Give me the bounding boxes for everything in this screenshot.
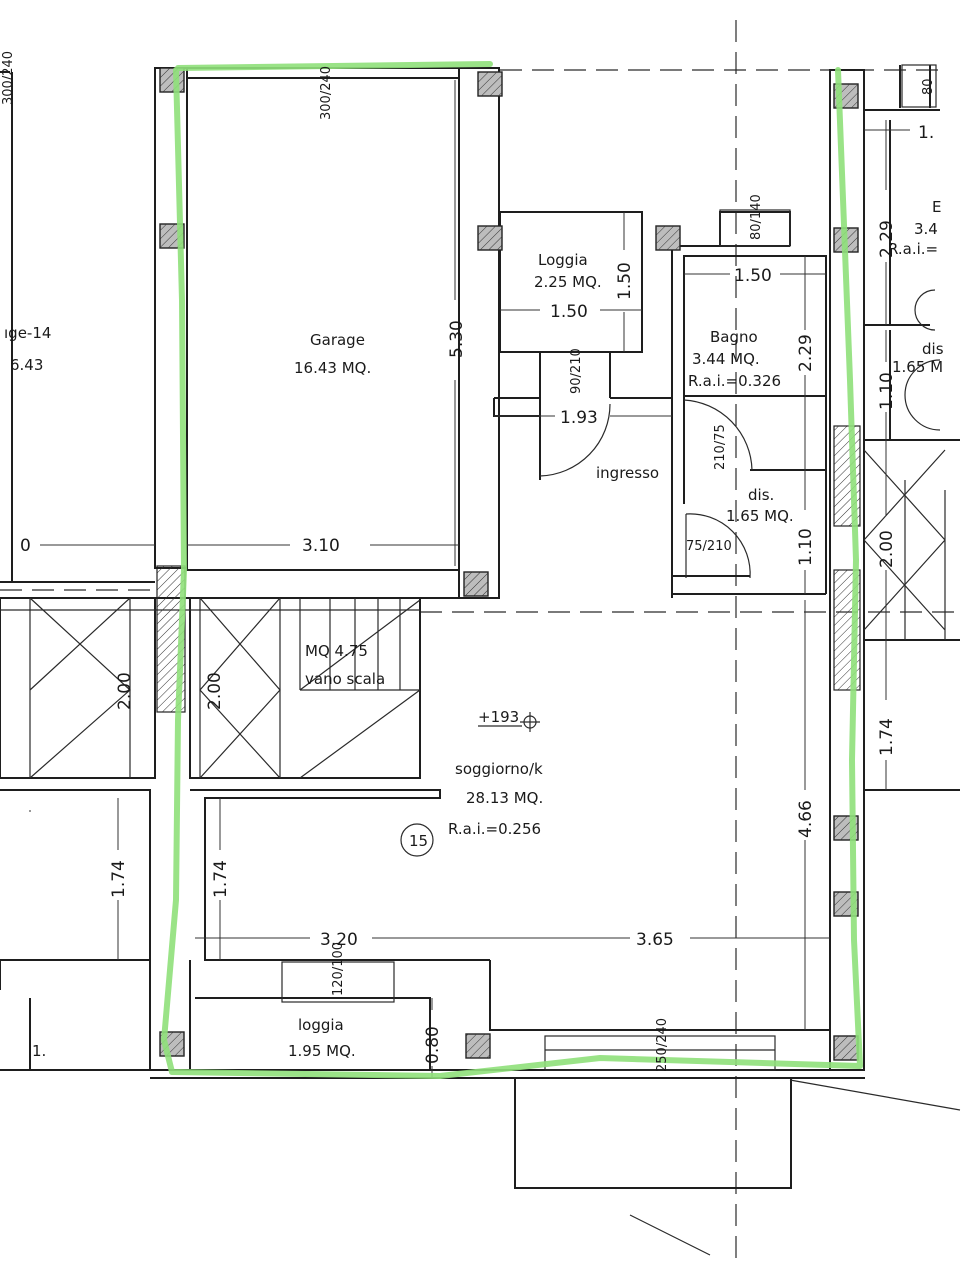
dim-right-1-10: 1.10: [877, 372, 897, 410]
right-room-area: 3.4: [914, 220, 938, 238]
french-door-label: 250/240: [655, 1018, 670, 1072]
dim-garage-height: 5.30: [447, 320, 467, 358]
entry-door-label: 90/210: [569, 348, 584, 394]
right-window-label: 80: [921, 78, 936, 95]
living-area: 28.13 MQ.: [466, 789, 543, 807]
boundary-highlight: [161, 61, 863, 1079]
garage-door-label: 300/240: [319, 66, 334, 120]
loggia-top-area: 2.25 MQ.: [534, 273, 602, 291]
dim-loggia-width: 1.50: [550, 302, 588, 322]
bagno-door-label: 210/75: [713, 424, 728, 470]
reference-lines: [0, 20, 960, 1260]
dim-bagno-height: 2.29: [796, 334, 816, 372]
dim-left-vertical: 1.74: [109, 860, 129, 898]
stair-name: vano scala: [305, 670, 385, 688]
stair-area: MQ 4.75: [305, 642, 368, 660]
dis-door-label: 75/210: [686, 539, 732, 554]
bagno-area: 3.44 MQ.: [692, 350, 760, 368]
dim-loggia-height: 1.50: [615, 262, 635, 300]
right-dis-name: dis: [922, 340, 944, 358]
room-number-circle: [400, 823, 434, 857]
dimension-labels: 5.30 3.10 0 1.50 1.50 1.50 2.29 1.93 1.1…: [20, 123, 934, 1064]
room-labels: ıge-14 6.43 Garage 16.43 MQ. Loggia 2.25…: [4, 198, 944, 1060]
dim-right-2-00: 2.00: [877, 530, 897, 568]
dim-living-width-right: 3.65: [636, 930, 674, 950]
door-swings: [539, 399, 753, 579]
dim-stair-right: 2.00: [205, 672, 225, 710]
right-room-rai: R.a.i.=: [888, 240, 938, 258]
garage-name: Garage: [310, 331, 365, 349]
dim-living-height: 4.66: [796, 800, 816, 838]
right-room-name: E: [932, 198, 941, 216]
right-dis-area: 1.65 M: [892, 358, 943, 376]
garage-area: 16.43 MQ.: [294, 359, 371, 377]
loggia-bottom-area: 1.95 MQ.: [288, 1042, 356, 1060]
dis-area: 1.65 MQ.: [726, 507, 794, 525]
dim-mid-vertical: 1.74: [211, 860, 231, 898]
living-level: +193: [478, 708, 519, 726]
dim-right-top: 1.: [918, 123, 934, 143]
loggia-bottom-name: loggia: [298, 1016, 344, 1034]
dim-ingresso-width: 1.93: [560, 408, 598, 428]
opening-labels: 300/240 300/240 80/140 80 90/210 210/75 …: [1, 51, 936, 1072]
left-garage-name: ıge-14: [4, 324, 51, 342]
dim-right-1-74: 1.74: [877, 718, 897, 756]
dim-loggia-depth: 0.80: [423, 1026, 443, 1064]
bagno-rai: R.a.i.=0.326: [688, 372, 781, 390]
dim-dis-height: 1.10: [796, 528, 816, 566]
living-name: soggiorno/k: [455, 760, 543, 778]
left-bottom-label: 1.: [32, 1042, 46, 1060]
dim-living-width-left: 3.20: [320, 930, 358, 950]
dim-stair-left: 2.00: [115, 672, 135, 710]
dim-bagno-width: 1.50: [734, 266, 772, 286]
dim-right-2-29: 2.29: [877, 220, 897, 258]
top-window-label: 80/140: [749, 194, 764, 240]
living-rai: R.a.i.=0.256: [448, 820, 541, 838]
dimension-lines: [29, 80, 910, 1078]
dis-name: dis.: [748, 486, 774, 504]
ingresso-name: ingresso: [596, 464, 659, 482]
loggia-top-name: Loggia: [538, 251, 588, 269]
room-number: 15: [409, 832, 428, 850]
dim-left-edge: 0: [20, 536, 31, 556]
left-garage-area: 6.43: [10, 356, 43, 374]
bagno-name: Bagno: [710, 328, 758, 346]
walls: [0, 64, 961, 1256]
loggia-window-label: 120/100: [331, 942, 346, 996]
dim-garage-width: 3.10: [302, 536, 340, 556]
left-door-label: 300/240: [1, 51, 16, 105]
